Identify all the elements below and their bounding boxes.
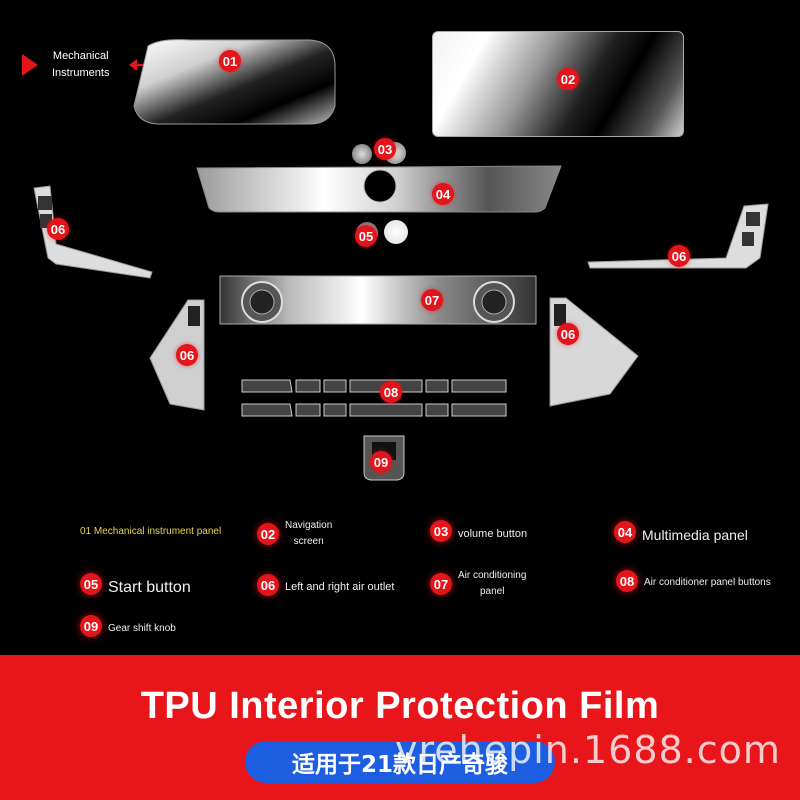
legend-text-07-line2: panel [479,586,505,597]
badge-01: 01 [219,50,241,72]
legend-item-03: 03 volume button [430,520,527,542]
footer-subtitle-pill: 适用于21款日产奇骏 [245,741,555,783]
mechanical-instruments-callout: Mechanical Instruments [20,48,109,82]
legend-item-08: 08 Air conditioner panel buttons [616,570,771,592]
callout-line2: Instruments [52,67,110,79]
badge-03: 03 [374,138,396,160]
legend-text-03: volume button [458,528,528,540]
legend-text-02: Navigation screen [285,518,332,550]
legend-text-04: Multimedia panel [642,527,748,543]
legend-badge-03: 03 [430,520,452,542]
start-button-film-b [384,220,408,244]
legend-badge-09: 09 [80,615,102,637]
air-conditioning-panel-film [219,275,537,325]
badge-06-right-top: 06 [668,245,690,267]
footer-title: TPU Interior Protection Film [140,685,660,727]
legend-text-07-line1: Air conditioning [458,570,527,581]
legend-text-08: Air conditioner panel buttons [644,577,771,588]
badge-07: 07 [421,289,443,311]
legend-badge-07: 07 [430,573,452,595]
legend-item-09: 09 Gear shift knob [80,615,176,637]
badge-06-left-top: 06 [47,218,69,240]
badge-04: 04 [432,183,454,205]
legend-badge-02: 02 [257,523,279,545]
air-conditioner-buttons-film [241,379,507,417]
badge-06-right-bottom: 06 [557,323,579,345]
badge-06-left-bottom: 06 [176,344,198,366]
badge-08: 08 [380,381,402,403]
callout-line1: Mechanical [52,50,109,62]
legend-item-01: 01 Mechanical instrument panel [80,524,221,540]
legend-badge-06: 06 [257,574,279,596]
right-air-outlet-strip-film [587,203,769,269]
legend-item-07: 07 Air conditioning panel [430,568,526,600]
legend-text-01: 01 Mechanical instrument panel [80,526,222,537]
legend-item-02: 02 Navigation screen [257,518,332,550]
legend-text-09: Gear shift knob [108,623,176,634]
callout-label: Mechanical Instruments [52,48,109,82]
legend-text-06: Left and right air outlet [285,581,395,593]
legend-badge-04: 04 [614,521,636,543]
footer-banner: TPU Interior Protection Film 适用于21款日产奇骏 [0,655,800,800]
badge-05: 05 [355,225,377,247]
instrument-cluster-film [133,39,336,125]
legend-text-05: Start button [108,579,191,596]
legend-badge-08: 08 [616,570,638,592]
badge-02: 02 [557,68,579,90]
legend-text-02-line2: screen [293,536,324,547]
legend-item-06: 06 Left and right air outlet [257,574,394,596]
right-air-outlet-lower-film [549,297,639,407]
red-arrow-icon [22,54,38,76]
volume-button-film-left [352,144,372,164]
left-air-outlet-strip-film [33,185,153,279]
legend-text-02-line1: Navigation [285,520,333,531]
legend-text-07: Air conditioning panel [458,568,526,600]
legend-item-05: 05 Start button [80,572,191,596]
multimedia-panel-film [196,165,562,213]
legend-item-04: 04 Multimedia panel [614,521,748,543]
badge-09: 09 [370,451,392,473]
legend-badge-05: 05 [80,573,102,595]
watermark: vrehepin.1688.com [395,728,781,772]
